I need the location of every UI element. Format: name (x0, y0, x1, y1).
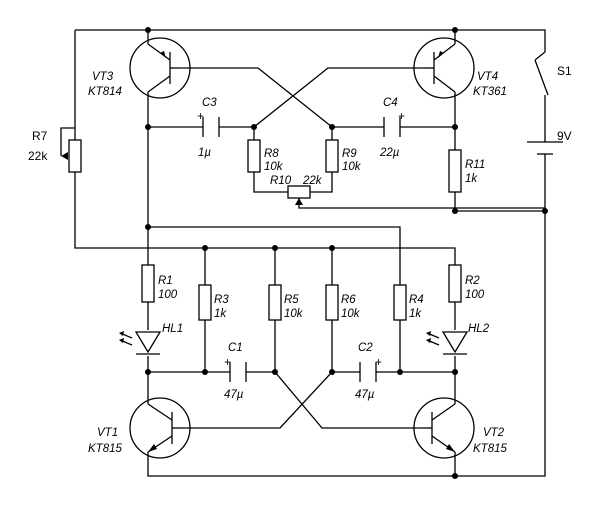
vt2-name-label: VT2 (483, 427, 505, 439)
r8-value-label: 10k (264, 161, 284, 173)
r3-value-label: 1k (214, 308, 227, 320)
resistor-r11 (448, 149, 462, 193)
r1-name-label: R1 (158, 275, 173, 287)
c4-name-label: C4 (383, 97, 398, 109)
r10-value-label: 22k (302, 175, 323, 187)
r10-wiper-arrow (295, 198, 303, 205)
c2-value-label: 47µ (355, 389, 375, 401)
c1-name-label: C1 (228, 342, 243, 354)
r2-name-label: R2 (465, 275, 480, 287)
switch-s1 (534, 51, 549, 102)
r2-value-label: 100 (465, 289, 485, 301)
r4-name-label: R4 (409, 294, 424, 306)
r1-value-label: 100 (158, 289, 178, 301)
c3-value-label: 1µ (198, 147, 211, 159)
r5-value-label: 10k (284, 308, 304, 320)
transistor-vt2 (413, 397, 475, 459)
r7-value-label: 22k (28, 149, 48, 163)
c3-plus-label: + (197, 111, 204, 123)
r4-value-label: 1k (409, 308, 422, 320)
r7-name-label: R7 (32, 129, 48, 143)
resistor-r10 (287, 185, 311, 199)
junction-dots (145, 27, 548, 479)
vt1-name-label: VT1 (97, 427, 118, 439)
vt3-type-label: KT814 (88, 86, 122, 98)
r3-name-label: R3 (214, 294, 229, 306)
vt2-type-label: KT815 (473, 443, 507, 455)
resistor-r4 (393, 284, 407, 321)
r5-name-label: R5 (284, 294, 299, 306)
transistor-vt4 (413, 30, 475, 99)
r9-name-label: R9 (342, 148, 357, 160)
led-hl1 (119, 331, 162, 355)
c2-name-label: C2 (358, 342, 373, 354)
resistor-r2 (448, 264, 462, 303)
c2-plus-label: + (375, 357, 382, 369)
vt4-type-label: KT361 (473, 86, 507, 98)
c1-plus-label: + (224, 357, 231, 369)
resistor-r3 (198, 284, 212, 321)
r11-name-label: R11 (465, 159, 485, 171)
resistor-r8 (247, 139, 261, 173)
r8-name-label: R8 (264, 148, 279, 160)
c3-name-label: C3 (202, 97, 217, 109)
r10-name-label: R10 (270, 175, 292, 187)
transistor-vt3 (129, 30, 191, 99)
vt1-type-label: KT815 (88, 443, 122, 455)
transistor-vt1 (129, 397, 191, 459)
capacitor-c3 (202, 117, 220, 137)
r6-name-label: R6 (341, 294, 356, 306)
r9-value-label: 10k (342, 161, 362, 173)
s1-name-label: S1 (557, 64, 572, 78)
led-hl2 (426, 331, 469, 355)
resistor-r9 (325, 139, 339, 173)
c4-plus-label: + (398, 111, 405, 123)
c1-value-label: 47µ (224, 389, 244, 401)
capacitor-c1 (229, 362, 247, 382)
component-labels: VT3 KT814 VT4 KT361 VT1 KT815 VT2 KT815 … (28, 64, 572, 455)
r6-value-label: 10k (341, 308, 361, 320)
battery-voltage-label: 9V (557, 129, 572, 143)
vt3-name-label: VT3 (92, 71, 114, 83)
resistor-r1 (141, 264, 155, 303)
vt4-name-label: VT4 (477, 71, 498, 83)
hl2-name-label: HL2 (468, 323, 490, 335)
r7-wiper-arrow (61, 152, 68, 160)
capacitor-c4 (383, 117, 401, 137)
resistor-r6 (325, 284, 339, 321)
r11-value-label: 1k (465, 173, 478, 185)
hl1-name-label: HL1 (162, 323, 183, 335)
capacitor-c2 (359, 362, 377, 382)
c4-value-label: 22µ (379, 147, 400, 159)
resistor-r7 (68, 139, 82, 173)
battery (527, 141, 563, 160)
resistor-r5 (268, 284, 282, 321)
